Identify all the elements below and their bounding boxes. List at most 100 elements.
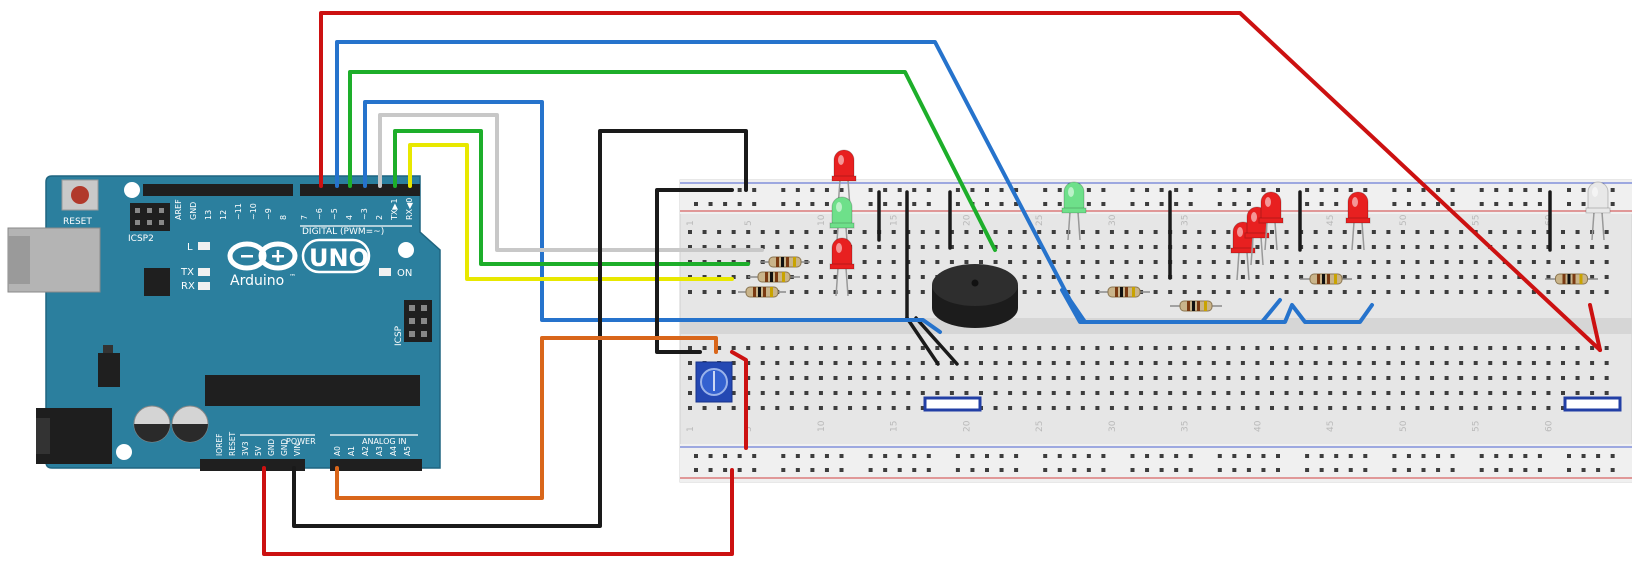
breadboard-hole [1430,346,1435,350]
rail-hole [1174,188,1179,192]
icsp-header [404,300,432,342]
breadboard-hole [1182,290,1187,294]
rail-hole [694,468,698,472]
led-leg [845,267,849,297]
breadboard-hole [789,290,794,294]
breadboard-hole [1517,376,1522,380]
breadboard-hole [1037,245,1042,249]
breadboard-hole [760,406,765,410]
breadboard-hole [1270,406,1274,410]
rail-hole [1334,454,1339,458]
breadboard-hole [1037,391,1042,395]
breadboard-hole [1459,275,1464,279]
breadboard-hole [1153,406,1158,410]
rail-hole [1130,468,1135,472]
breadboard-hole [979,391,983,395]
breadboard-hole [1328,361,1333,365]
breadboard-hole [760,376,765,380]
breadboard-hole [702,346,707,350]
column-number-top: 25 [1035,215,1045,226]
breadboard-hole [1531,376,1536,380]
breadboard-hole [1080,376,1085,380]
breadboard-hole [1182,230,1187,234]
rail-hole [1581,468,1586,472]
breadboard-hole [1095,275,1100,279]
breadboard-hole [1531,230,1536,234]
breadboard-hole [1342,376,1347,380]
rail-hole [1494,468,1499,472]
breadboard-hole [935,391,940,395]
breadboard-hole [862,391,867,395]
rail-hole [795,454,800,458]
breadboard-hole [760,346,765,350]
breadboard-hole [877,260,882,264]
breadboard-hole [891,260,896,264]
breadboard-hole [760,230,765,234]
rail-hole [897,454,902,458]
rail-hole [795,468,800,472]
rail-hole [1523,188,1528,192]
breadboard-hole [1313,361,1318,365]
breadboard-hole [964,260,969,264]
breadboard-hole [1342,406,1347,410]
led-highlight [836,202,842,212]
led-highlight [1068,187,1074,197]
breadboard-hole [818,376,823,380]
resistor-band [1197,301,1200,311]
trademark-symbol: ™ [289,273,296,281]
rail-hole [1188,188,1193,192]
breadboard-hole [1226,230,1231,234]
led-rim [831,175,857,182]
rail-hole [1537,202,1542,206]
rail-hole [1406,202,1411,206]
rail-hole [737,188,742,192]
breadboard-hole [1400,376,1405,380]
rail-hole [1057,188,1062,192]
rail-hole [926,188,931,192]
breadboard-hole [1080,361,1085,365]
breadboard-hole [979,230,983,234]
rail-hole [897,202,902,206]
breadboard-hole [1008,406,1013,410]
rail-hole [1014,202,1019,206]
on-label: ON [397,268,412,279]
rail-hole [839,188,844,192]
breadboard-hole [1095,346,1100,350]
breadboard-hole [920,290,925,294]
breadboard-hole [1124,245,1129,249]
breadboard-hole [833,346,838,350]
breadboard-hole [1022,406,1027,410]
rail-hole [897,468,902,472]
power-pin-label: 5V [254,445,263,456]
rail-hole [955,188,960,192]
rail-hole [824,188,829,192]
rail-hole [1174,468,1179,472]
rail-hole [1217,468,1222,472]
resistor-band [1204,301,1207,311]
analog-pin-label: A4 [389,446,398,456]
column-number-bottom: 1 [686,426,696,432]
led-highlight [1592,187,1598,197]
breadboard-hole [1328,290,1333,294]
breadboard-hole [1328,230,1333,234]
wires [262,11,1602,556]
digital-pin-label: AREF [174,199,183,220]
breadboard-hole [818,260,823,264]
breadboard-hole [1590,346,1595,350]
breadboard-hole [789,346,794,350]
rail-hole [1057,454,1062,458]
rail-hole [926,202,931,206]
wire-red-bottom [262,466,734,556]
rail-hole [912,454,917,458]
rail-hole [795,202,800,206]
breadboard-hole [949,260,954,264]
breadboard-hole [1517,406,1522,410]
breadboard-hole [993,346,998,350]
column-number-bottom: 10 [817,420,827,432]
breadboard-hole [1517,361,1522,365]
breadboard-hole [1473,290,1478,294]
breadboard-hole [1299,361,1304,365]
breadboard-hole [818,346,823,350]
breadboard-hole [1561,260,1565,264]
rail-hole [926,468,931,472]
